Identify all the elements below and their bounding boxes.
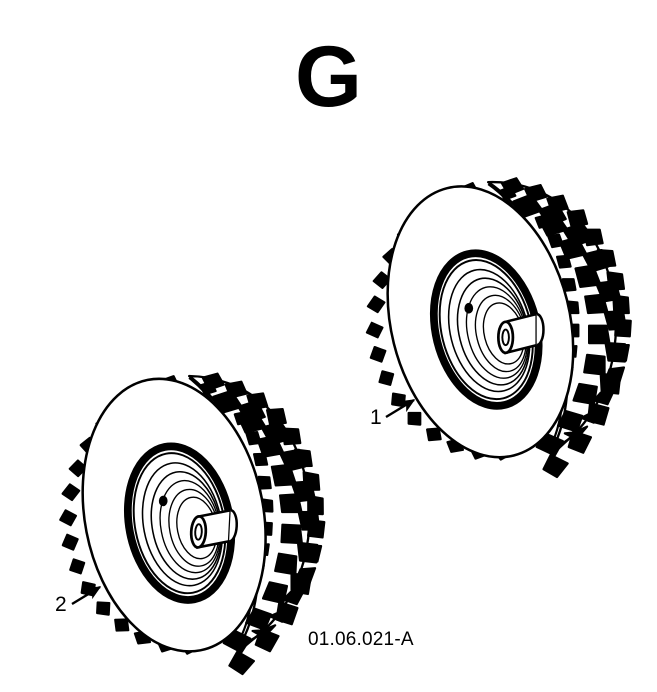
wheel-assembly-lower — [46, 354, 332, 678]
callout-2-leader-line — [71, 585, 102, 606]
figure-caption: 01.06.021-A — [308, 629, 414, 650]
callout-1-leader-line — [385, 398, 416, 419]
callout-number-1[interactable]: 1 — [370, 406, 382, 429]
callout-number-2[interactable]: 2 — [55, 593, 67, 616]
wheel-assembly-upper — [361, 167, 631, 477]
section-letter-heading: G — [295, 29, 362, 125]
